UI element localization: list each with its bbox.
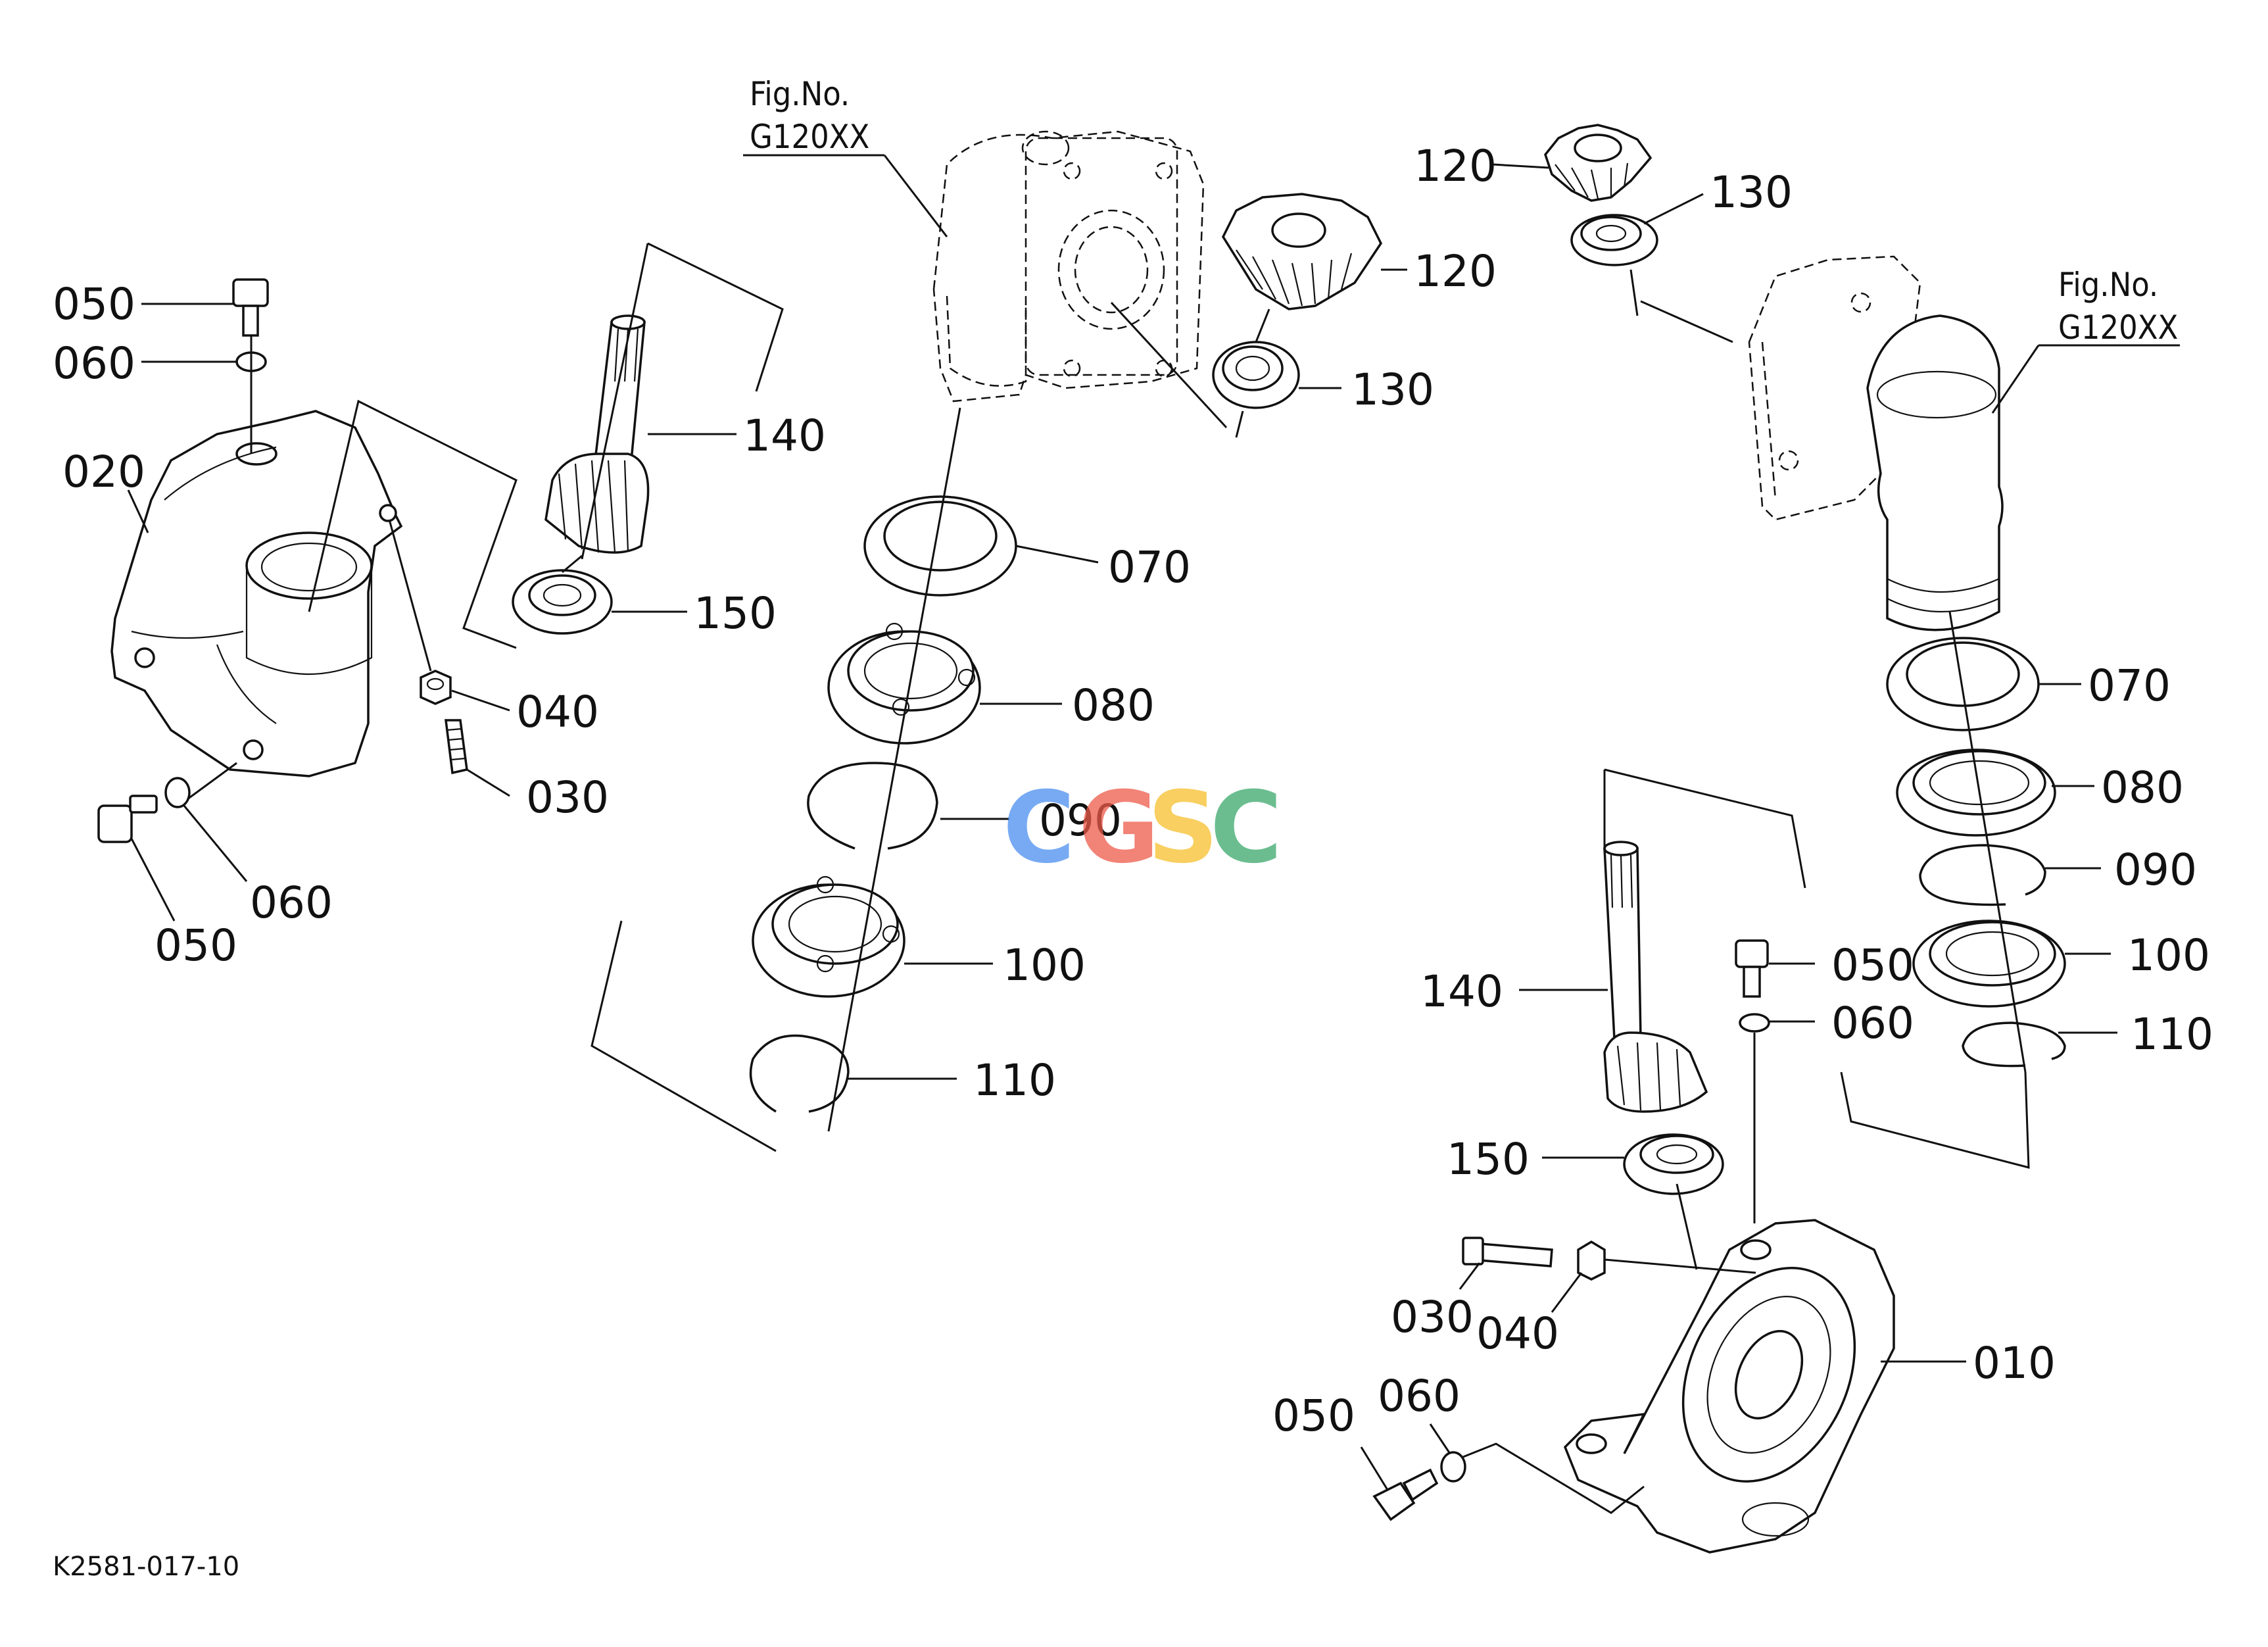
callout-060: 060 bbox=[1831, 998, 1914, 1048]
callout-020: 020 bbox=[62, 447, 145, 497]
washer-060-b bbox=[164, 777, 191, 808]
callout-060: 060 bbox=[250, 877, 333, 928]
bearing-130-a bbox=[1212, 341, 1300, 409]
gearcase-010 bbox=[1563, 1219, 1895, 1554]
fig-ref-line2: G120XX bbox=[2058, 308, 2178, 347]
watermark-logo: C G S C bbox=[1003, 771, 1282, 885]
callout-060: 060 bbox=[1378, 1371, 1460, 1421]
callout-140: 140 bbox=[743, 410, 826, 461]
oil-seal-070-b bbox=[1886, 637, 2040, 731]
watermark-letter: G bbox=[1078, 771, 1159, 885]
bevel-gear-120-b bbox=[1544, 124, 1653, 202]
callout-150: 150 bbox=[1447, 1134, 1530, 1185]
bolt-050-b bbox=[97, 795, 158, 843]
bearing-150-b bbox=[1623, 1133, 1724, 1195]
fig-ref-line1: Fig.No. bbox=[2058, 266, 2158, 304]
circlip-090-a bbox=[807, 762, 938, 850]
callout-100: 100 bbox=[1003, 940, 1086, 991]
washer-060-c bbox=[1739, 1013, 1770, 1033]
stud-030-a bbox=[445, 719, 468, 775]
callout-080: 080 bbox=[1072, 680, 1155, 731]
callout-130: 130 bbox=[1710, 167, 1793, 218]
pinion-shaft-140-b bbox=[1603, 841, 1708, 1113]
bearing-150-a bbox=[512, 569, 613, 635]
callout-070: 070 bbox=[1108, 542, 1191, 593]
fig-reference-right: Fig.No. G120XX bbox=[2058, 266, 2178, 347]
bearing-130-b bbox=[1570, 214, 1658, 266]
callout-080: 080 bbox=[2101, 762, 2184, 813]
callout-040: 040 bbox=[1476, 1308, 1559, 1359]
bolt-050-c bbox=[1735, 939, 1769, 998]
callout-090: 090 bbox=[1039, 795, 1122, 846]
circlip-090-b bbox=[1919, 844, 2046, 906]
callout-labels: 050 060 020 140 150 040 030 060 050 120 … bbox=[53, 141, 2213, 1441]
leader-lines bbox=[127, 154, 2180, 1514]
bolt-050-d bbox=[1372, 1468, 1439, 1521]
housing-ref-center bbox=[932, 130, 1205, 403]
pinion-shaft-140-a bbox=[544, 314, 650, 554]
watermark-letter: C bbox=[1003, 771, 1075, 885]
callout-030: 030 bbox=[1391, 1292, 1474, 1342]
drawing-code: K2581-017-10 bbox=[53, 1552, 239, 1582]
bearing-100-a bbox=[752, 875, 905, 998]
callout-100: 100 bbox=[2127, 930, 2210, 981]
oil-seal-070-a bbox=[863, 495, 1017, 597]
callout-120: 120 bbox=[1414, 246, 1497, 297]
callout-010: 010 bbox=[1973, 1338, 2056, 1389]
housing-neck-right bbox=[1866, 314, 2004, 631]
callout-030: 030 bbox=[526, 772, 609, 823]
callout-130: 130 bbox=[1351, 364, 1434, 415]
fig-ref-line2: G120XX bbox=[750, 118, 869, 156]
callout-110: 110 bbox=[973, 1055, 1056, 1106]
callout-050: 050 bbox=[53, 279, 135, 330]
callout-040: 040 bbox=[516, 687, 599, 737]
callout-070: 070 bbox=[2088, 660, 2171, 711]
bearing-080-b bbox=[1896, 749, 2056, 837]
callout-060: 060 bbox=[53, 338, 135, 389]
fig-ref-line1: Fig.No. bbox=[750, 75, 850, 113]
watermark-letter: C bbox=[1210, 771, 1282, 885]
washer-060-d bbox=[1440, 1451, 1466, 1483]
callout-150: 150 bbox=[694, 588, 777, 639]
circlip-110-a bbox=[749, 1034, 850, 1113]
bevel-gear-120-a bbox=[1221, 193, 1383, 310]
callout-090: 090 bbox=[2114, 845, 2197, 895]
bolt-050-a bbox=[232, 278, 269, 337]
callout-050: 050 bbox=[1272, 1390, 1355, 1441]
nut-040-a bbox=[420, 670, 452, 705]
fig-reference-center: Fig.No. G120XX bbox=[750, 75, 869, 156]
callout-050: 050 bbox=[155, 920, 237, 971]
gearcase-020 bbox=[110, 410, 403, 777]
bearing-100-b bbox=[1912, 920, 2066, 1008]
circlip-110-b bbox=[1962, 1021, 2066, 1068]
stud-030-b bbox=[1462, 1237, 1553, 1267]
callout-120: 120 bbox=[1414, 141, 1497, 191]
watermark-letter: S bbox=[1147, 771, 1218, 885]
callout-050: 050 bbox=[1831, 940, 1914, 991]
callout-110: 110 bbox=[2131, 1009, 2213, 1060]
bearing-080-a bbox=[827, 622, 981, 745]
callout-140: 140 bbox=[1420, 966, 1503, 1017]
nut-040-b bbox=[1577, 1240, 1606, 1281]
